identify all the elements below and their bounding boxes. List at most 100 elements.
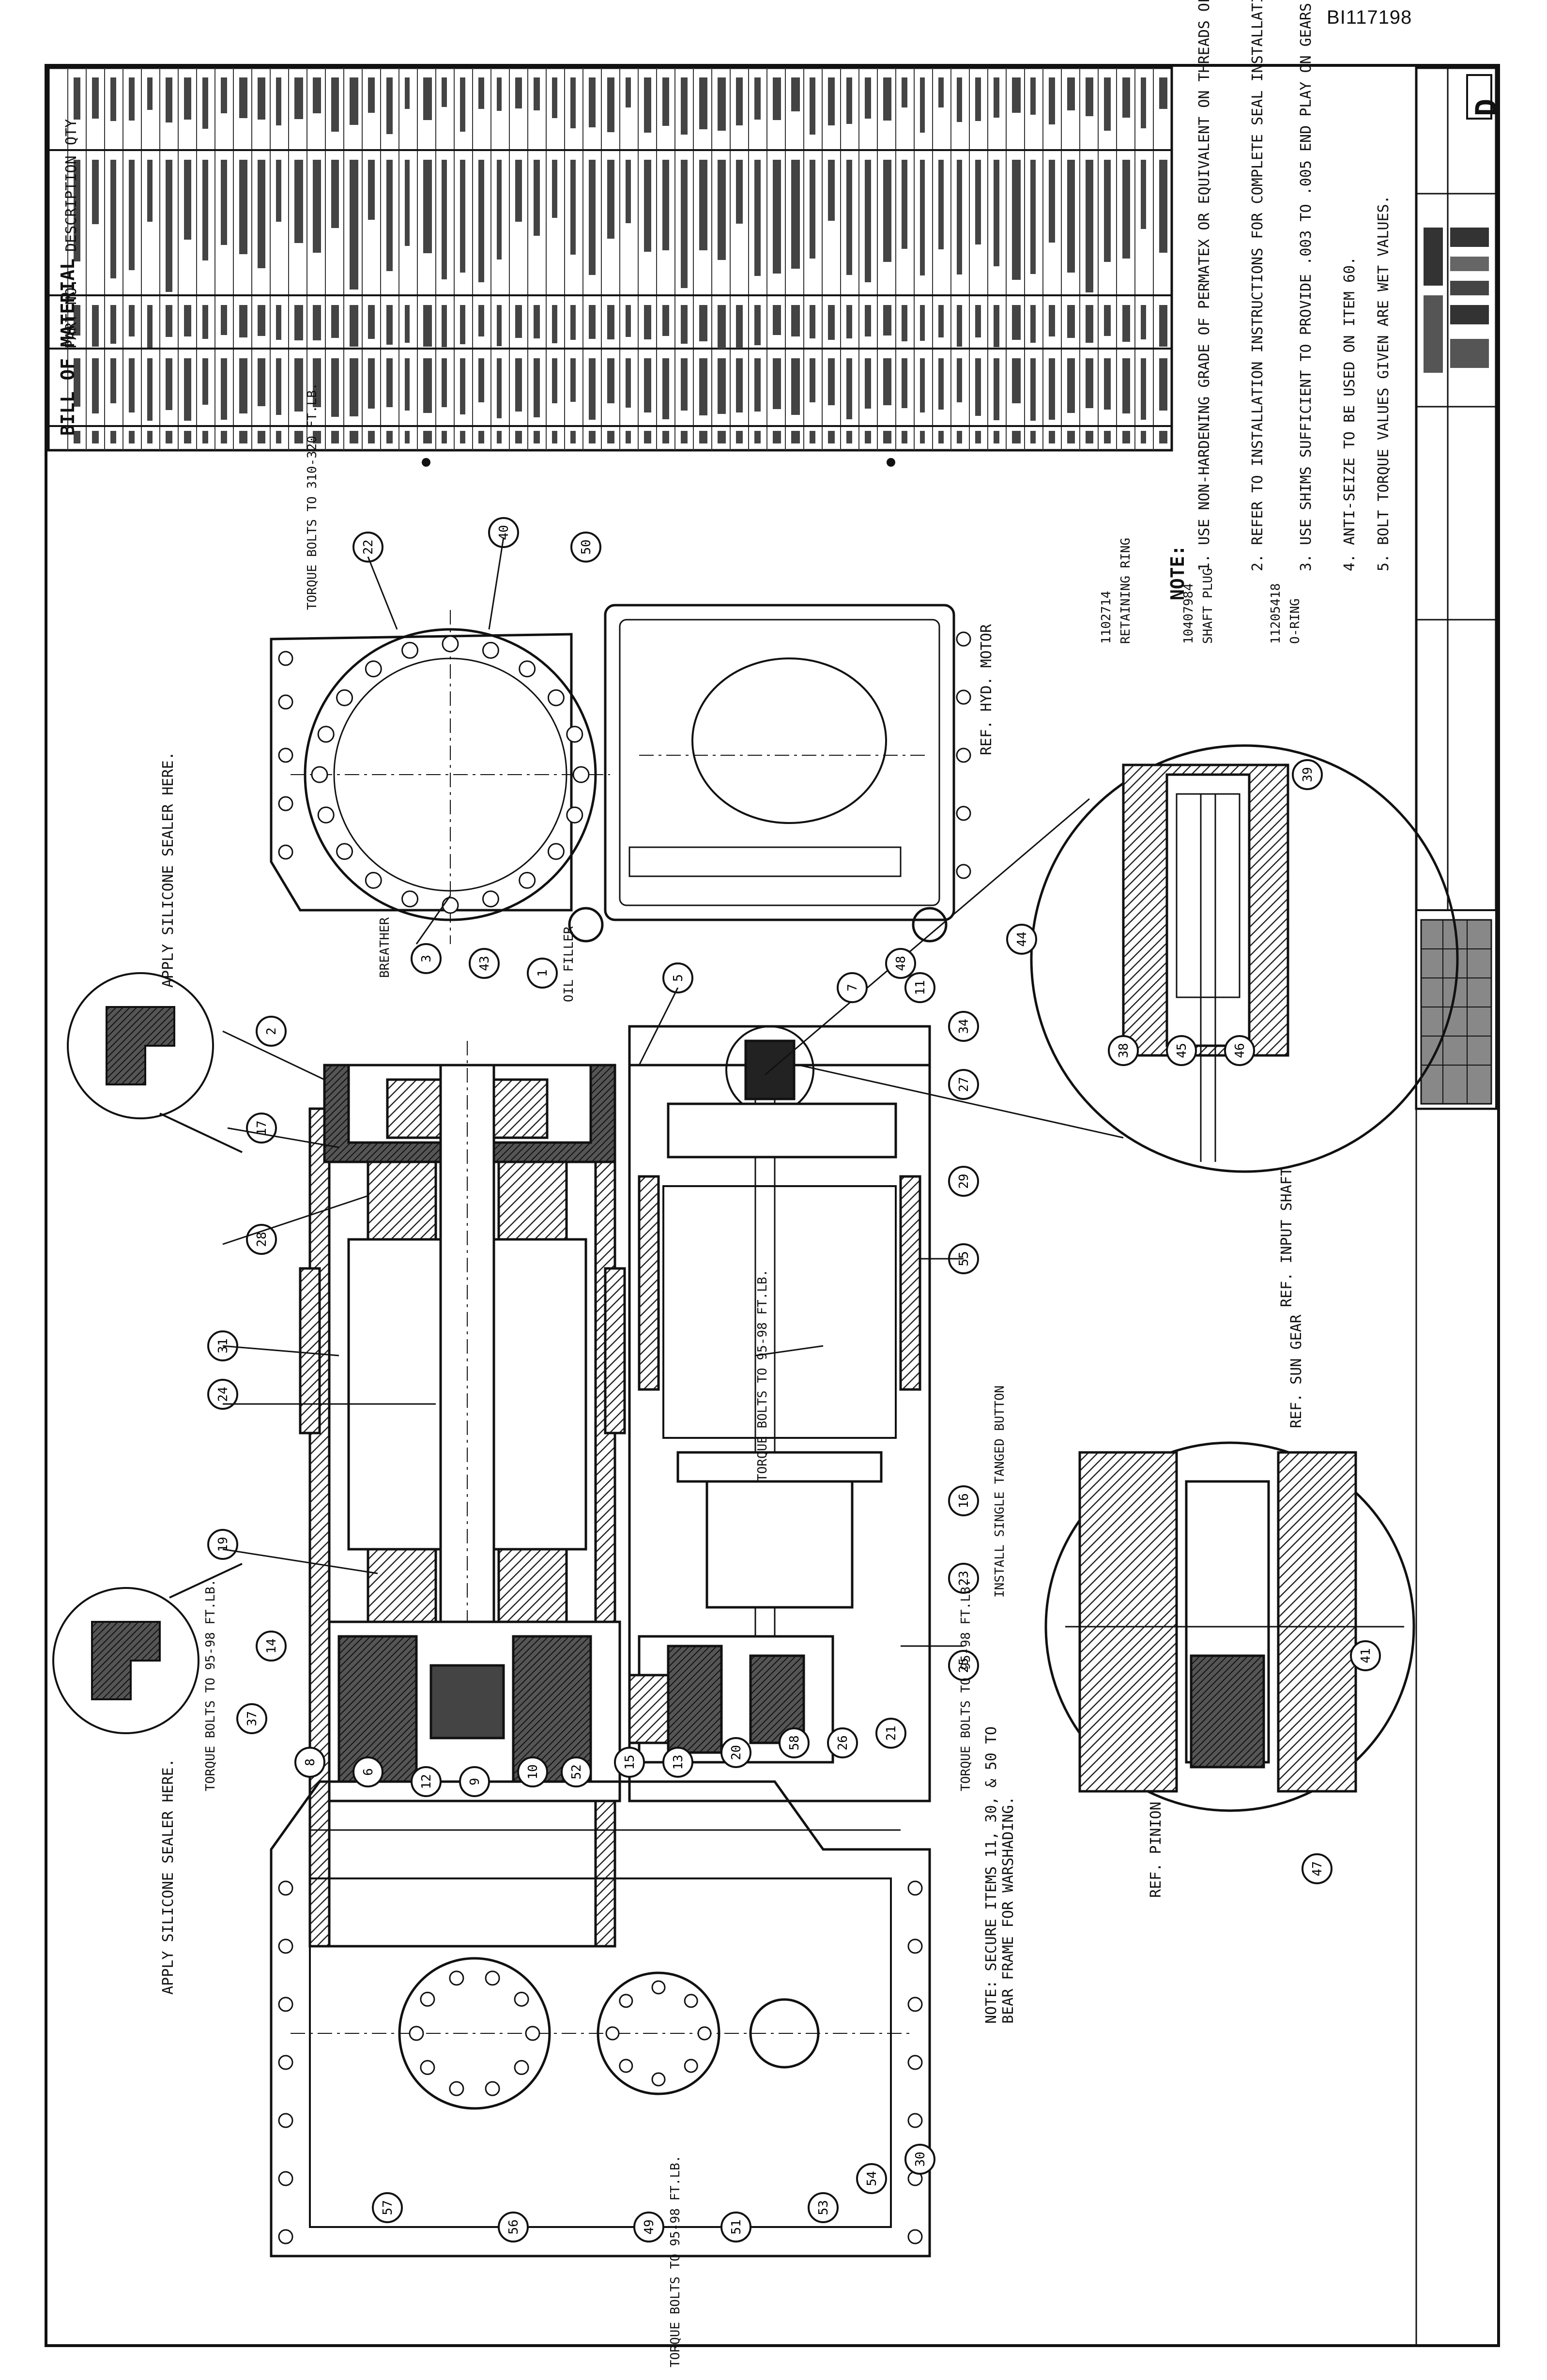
callout-38: 38 <box>1108 1035 1139 1066</box>
callout-34: 34 <box>948 1011 979 1042</box>
svg-text:38: 38 <box>1117 1043 1131 1058</box>
callout-5: 5 <box>662 962 693 993</box>
callout-40: 40 <box>488 517 519 548</box>
svg-text:56: 56 <box>506 2219 521 2234</box>
svg-text:41: 41 <box>1359 1648 1373 1663</box>
leader-lines <box>222 537 964 1647</box>
svg-text:53: 53 <box>816 2200 831 2215</box>
title-block <box>1415 66 1498 2346</box>
callout-25: 25 <box>948 1650 979 1681</box>
svg-text:51: 51 <box>729 2219 744 2234</box>
svg-text:3: 3 <box>419 955 434 962</box>
callout-23: 23 <box>948 1563 979 1594</box>
callout-28: 28 <box>246 1224 277 1255</box>
svg-text:6: 6 <box>361 1768 376 1776</box>
svg-text:20: 20 <box>729 1745 744 1760</box>
callout-14: 14 <box>256 1631 287 1662</box>
callout-26: 26 <box>827 1727 858 1758</box>
callout-56: 56 <box>498 2212 529 2243</box>
callout-24: 24 <box>207 1379 238 1410</box>
callout-48: 48 <box>885 948 916 979</box>
callout-45: 45 <box>1166 1035 1197 1066</box>
sheet-border <box>45 64 1500 2347</box>
svg-text:39: 39 <box>1301 767 1315 782</box>
label-o-ring: O-RING <box>1288 598 1302 644</box>
svg-text:16: 16 <box>957 1493 971 1508</box>
note-1: 1. USE NON-HARDENING GRADE OF PERMATEX O… <box>1196 0 1213 571</box>
svg-text:8: 8 <box>303 1758 318 1766</box>
callout-19: 19 <box>207 1529 238 1560</box>
svg-text:11: 11 <box>913 980 928 995</box>
doc-id: BI117198 <box>1327 7 1412 28</box>
label-ref-pinion: REF. PINION <box>1148 1801 1164 1898</box>
svg-text:2: 2 <box>264 1027 279 1035</box>
svg-text:27: 27 <box>957 1077 971 1092</box>
callout-9: 9 <box>459 1766 490 1797</box>
svg-text:24: 24 <box>216 1387 230 1402</box>
callout-50: 50 <box>570 532 601 563</box>
svg-text:10: 10 <box>526 1764 540 1779</box>
callout-2: 2 <box>256 1016 287 1047</box>
label-apply-sealer-bottom: APPLY SILICONE SEALER HERE. <box>160 1758 177 1995</box>
label-torque-mid: TORQUE BOLTS TO 95-98 FT.LB. <box>755 1269 770 1481</box>
label-o-ring-part: 11205418 <box>1269 583 1283 644</box>
section-view <box>299 1025 931 1948</box>
svg-text:28: 28 <box>255 1232 269 1247</box>
svg-text:5: 5 <box>671 974 686 982</box>
label-install-single: INSTALL SINGLE TANGED BUTTON <box>993 1385 1007 1598</box>
svg-text:43: 43 <box>477 956 492 971</box>
callout-3: 3 <box>411 943 442 974</box>
label-shaft-plug: SHAFT PLUG <box>1201 568 1215 644</box>
svg-text:30: 30 <box>913 2151 928 2166</box>
label-torque-top: TORQUE BOLTS TO 310-320 FT.LB. <box>305 382 320 610</box>
callout-47: 47 <box>1302 1853 1333 1884</box>
callout-11: 11 <box>904 972 935 1003</box>
callout-57: 57 <box>372 2192 403 2223</box>
label-secure-note: NOTE: SECURE ITEMS 11, 30, & 50 TO BEAR … <box>983 1726 1017 2024</box>
svg-text:12: 12 <box>419 1774 434 1789</box>
callout-44: 44 <box>1006 924 1037 955</box>
svg-text:26: 26 <box>836 1735 850 1750</box>
svg-text:25: 25 <box>957 1658 971 1673</box>
svg-text:46: 46 <box>1233 1043 1247 1058</box>
callout-37: 37 <box>236 1703 267 1734</box>
callout-6: 6 <box>352 1756 383 1787</box>
svg-text:58: 58 <box>787 1735 802 1750</box>
svg-text:48: 48 <box>894 956 908 971</box>
callout-58: 58 <box>779 1727 810 1758</box>
callout-8: 8 <box>294 1747 325 1778</box>
callout-20: 20 <box>720 1737 751 1768</box>
callout-41: 41 <box>1350 1640 1381 1671</box>
callout-27: 27 <box>948 1069 979 1100</box>
callout-30: 30 <box>904 2144 935 2175</box>
bom-col-description: DESCRIPTION <box>63 155 80 252</box>
svg-text:37: 37 <box>245 1711 260 1726</box>
callout-51: 51 <box>720 2212 751 2243</box>
svg-text:52: 52 <box>569 1764 584 1779</box>
label-torque-bot2: TORQUE BOLTS TO 95-98 FT.LB. <box>668 2155 683 2367</box>
callout-43: 43 <box>469 948 500 979</box>
callout-12: 12 <box>411 1766 442 1797</box>
label-torque-bot1: TORQUE BOLTS TO 95-98 FT.LB. <box>203 1579 218 1791</box>
callout-29: 29 <box>948 1166 979 1197</box>
callout-53: 53 <box>808 2192 839 2223</box>
svg-text:34: 34 <box>957 1019 971 1034</box>
callout-21: 21 <box>875 1718 906 1749</box>
callout-16: 16 <box>948 1485 979 1516</box>
svg-text:14: 14 <box>264 1638 279 1653</box>
svg-text:57: 57 <box>381 2200 395 2215</box>
svg-text:22: 22 <box>361 539 376 554</box>
detail-input-shaft <box>765 744 1459 1173</box>
bottom-end-view <box>270 1780 931 2258</box>
label-shaft-plug-part: 10407984 <box>1181 583 1196 644</box>
callout-7: 7 <box>837 972 868 1003</box>
sheet-letter: D <box>1470 98 1503 116</box>
callout-54: 54 <box>856 2163 887 2194</box>
label-retaining-ring: RETAINING RING <box>1118 537 1133 644</box>
svg-text:45: 45 <box>1175 1043 1189 1058</box>
svg-text:15: 15 <box>623 1754 637 1770</box>
svg-text:1: 1 <box>536 969 550 977</box>
label-torque-center: TORQUE BOLTS TO 95-98 FT.LB. <box>959 1579 973 1791</box>
